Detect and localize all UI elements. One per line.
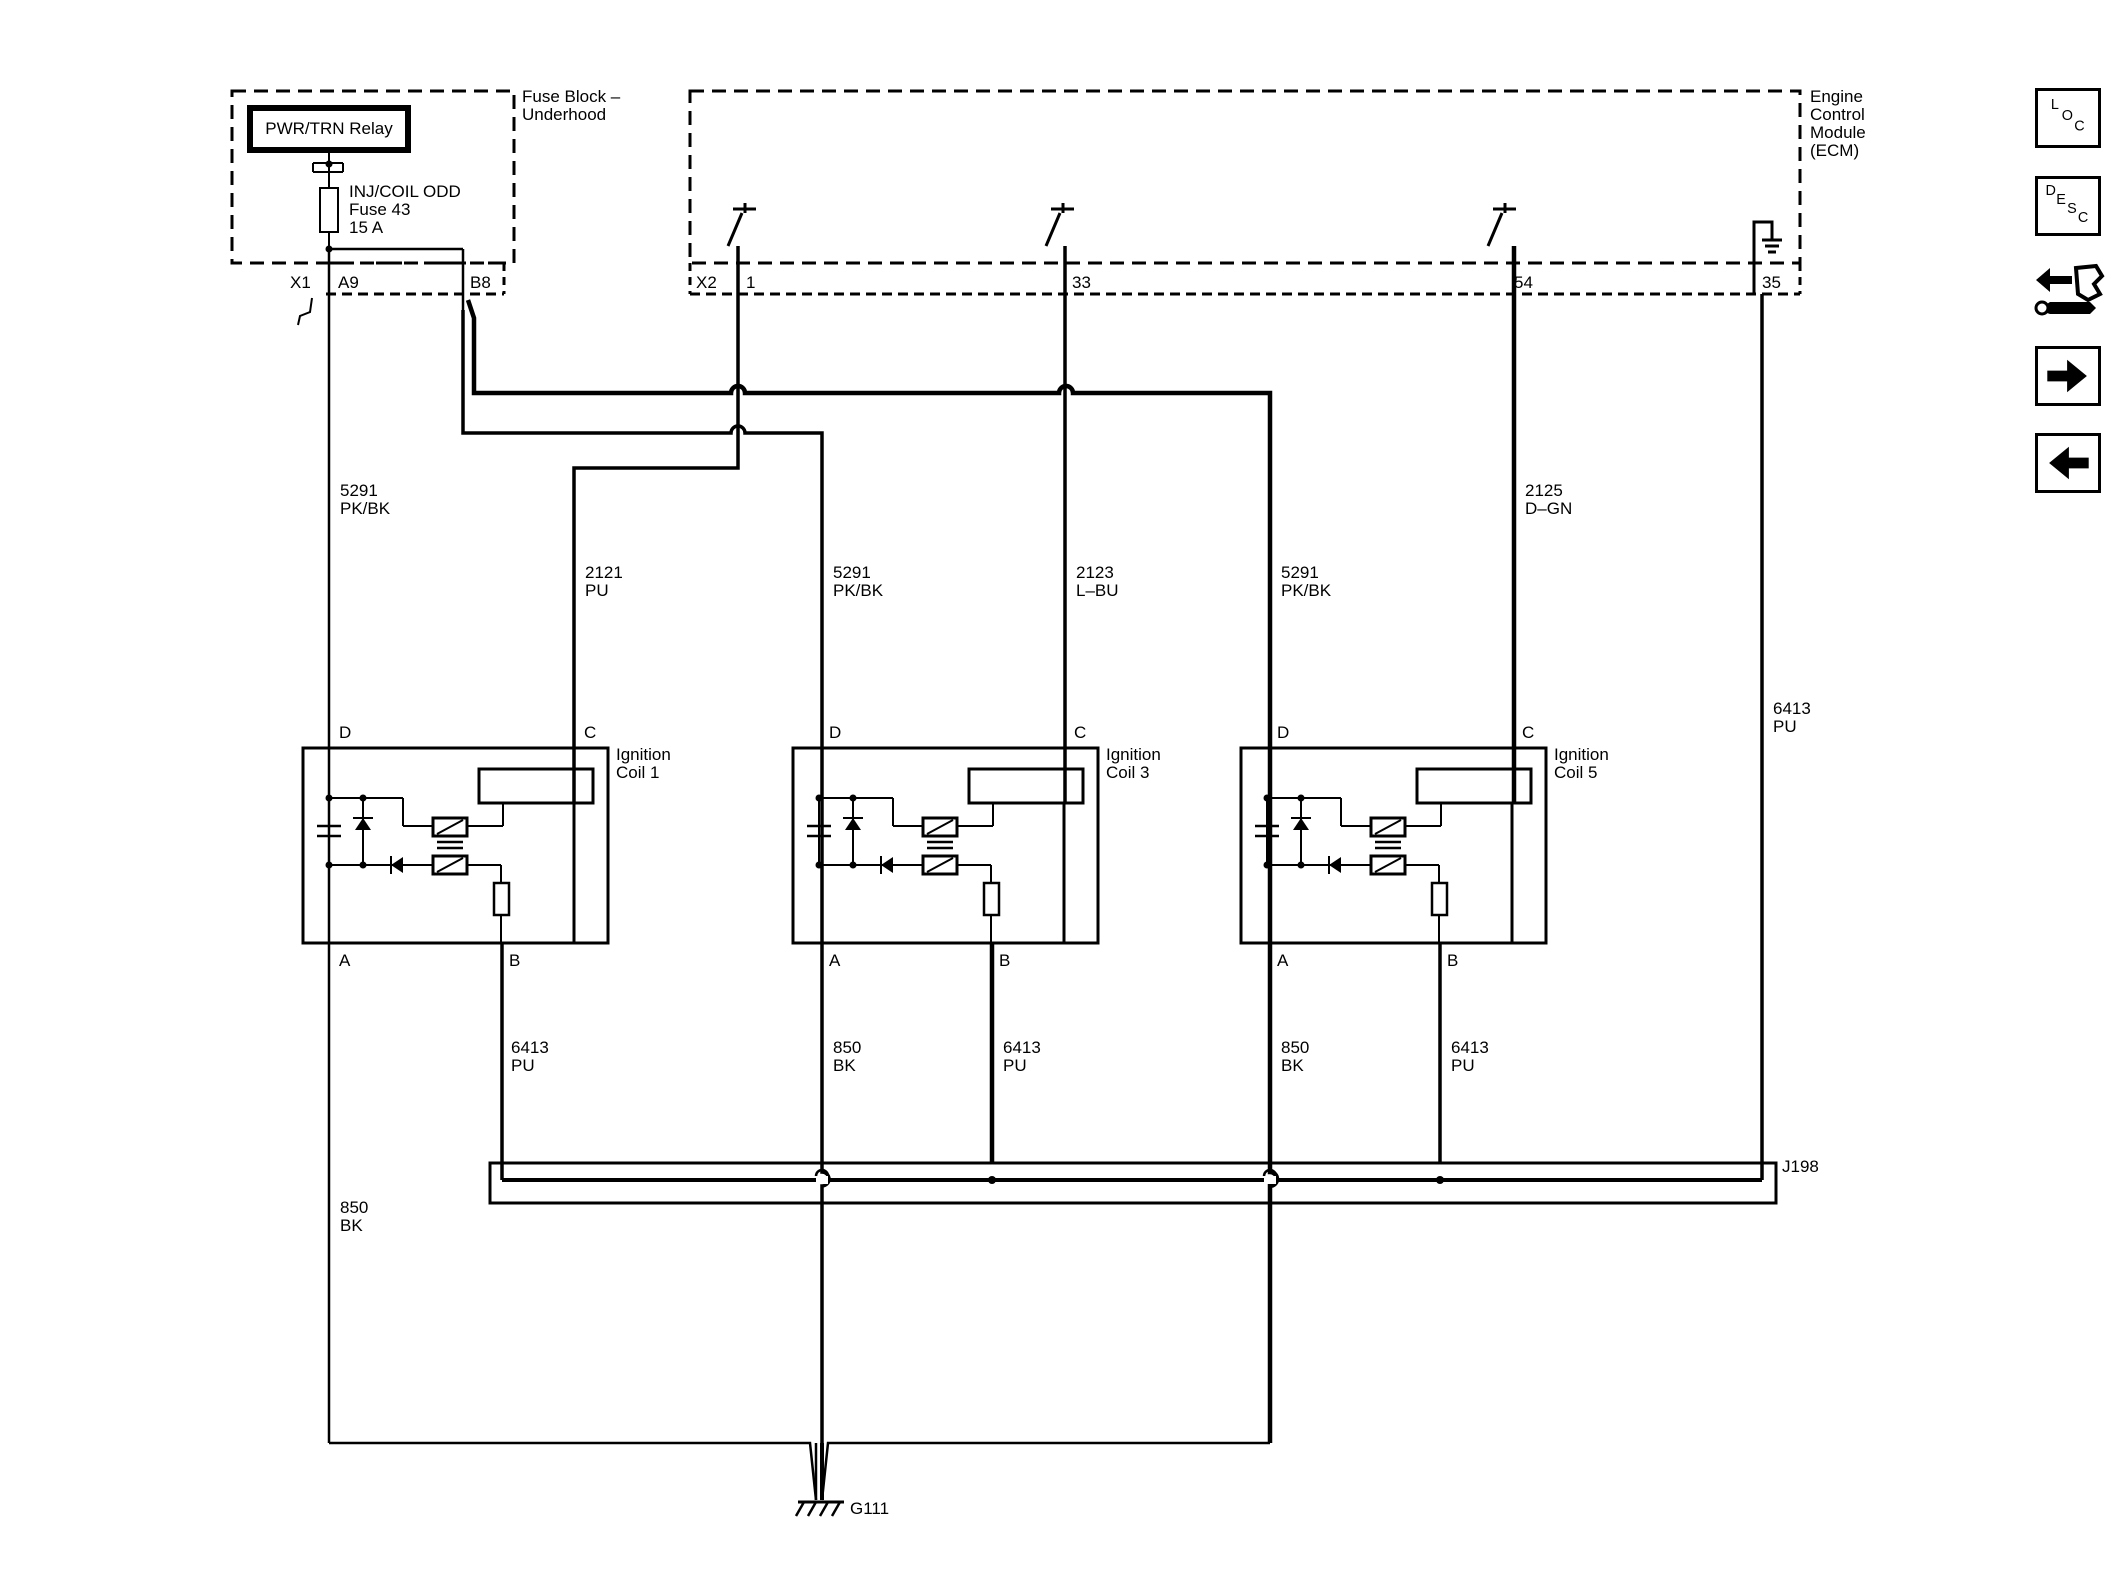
ecm-title-3: Module bbox=[1810, 123, 1866, 142]
ecm-pin-54: 54 bbox=[1514, 273, 1533, 292]
coil5-name-1: Ignition bbox=[1554, 745, 1609, 764]
ecm-title-2: Control bbox=[1810, 105, 1865, 124]
pin-b8: B8 bbox=[470, 273, 491, 292]
ecm-pin-35: 35 bbox=[1762, 273, 1781, 292]
coil1-pin-d: D bbox=[339, 723, 351, 742]
pin-a9: A9 bbox=[338, 273, 359, 292]
next-arrow-icon bbox=[2047, 359, 2087, 393]
wire-6413-a-color: PU bbox=[511, 1056, 535, 1075]
ecm-title-1: Engine bbox=[1810, 87, 1863, 106]
fuse-label-3: 15 A bbox=[349, 218, 384, 237]
wire-6413-b-color: PU bbox=[1003, 1056, 1027, 1075]
ground-label: G111 bbox=[850, 1499, 889, 1518]
loc-icon: L O C bbox=[2051, 97, 2085, 135]
desc-icon: D E S C bbox=[2046, 183, 2089, 226]
coil5-pin-d: D bbox=[1277, 723, 1289, 742]
wire-6413-ecm-label: 6413 bbox=[1773, 699, 1811, 718]
loc-button[interactable]: L O C bbox=[2035, 88, 2101, 148]
coil1-name-1: Ignition bbox=[616, 745, 671, 764]
engine-control-module: Engine Control Module (ECM) X2 1 33 54 3… bbox=[688, 87, 1866, 296]
coil5-name-2: Coil 5 bbox=[1554, 763, 1597, 782]
wire-5291-label-c: 5291 bbox=[1281, 563, 1319, 582]
coil5-pin-c: C bbox=[1522, 723, 1534, 742]
coil-pin-wires bbox=[327, 748, 1517, 943]
wire-2125-label: 2125 bbox=[1525, 481, 1563, 500]
wire-5291-label-b: 5291 bbox=[833, 563, 871, 582]
pwr-trn-relay bbox=[247, 105, 411, 153]
coil1-name-2: Coil 1 bbox=[616, 763, 659, 782]
coil3-pin-c: C bbox=[1074, 723, 1086, 742]
ecm-pin-33: 33 bbox=[1072, 273, 1091, 292]
ground-g111: G111 bbox=[794, 1499, 889, 1518]
wire-2125-color: D–GN bbox=[1525, 499, 1572, 518]
splice-j198: J198 bbox=[488, 1157, 1819, 1205]
coil5-pin-a: A bbox=[1277, 951, 1289, 970]
ignition-coil-1: Ignition Coil 1 D C A B bbox=[301, 723, 671, 970]
wire-850-c-color: BK bbox=[1281, 1056, 1304, 1075]
coil3-pin-a: A bbox=[829, 951, 841, 970]
wire-crossings bbox=[729, 384, 1075, 434]
loc-letter-o: O bbox=[2062, 108, 2073, 124]
connector-x1: X1 bbox=[290, 273, 311, 292]
ignition-coil-3: Ignition Coil 3 D C A B bbox=[791, 723, 1161, 970]
fuse-43 bbox=[319, 187, 339, 233]
fuse-label-2: Fuse 43 bbox=[349, 200, 410, 219]
ecm-title-4: (ECM) bbox=[1810, 141, 1859, 160]
fuse-block-title-2: Underhood bbox=[522, 105, 606, 124]
coil1-pin-a: A bbox=[339, 951, 351, 970]
connector-x2: X2 bbox=[696, 273, 717, 292]
next-button[interactable] bbox=[2035, 346, 2101, 406]
wire-6413-ecm-color: PU bbox=[1773, 717, 1797, 736]
wire-6413-c-color: PU bbox=[1451, 1056, 1475, 1075]
wire-5291-color-b: PK/BK bbox=[833, 581, 884, 600]
wire-6413-b-label: 6413 bbox=[1003, 1038, 1041, 1057]
fuse-label-1: INJ/COIL ODD bbox=[349, 182, 461, 201]
wire-2123-color: L–BU bbox=[1076, 581, 1119, 600]
wire-2121-label: 2121 bbox=[585, 563, 623, 582]
wire-850-a-color: BK bbox=[340, 1216, 363, 1235]
wire-6413-c-label: 6413 bbox=[1451, 1038, 1489, 1057]
wire-5291-label-a: 5291 bbox=[340, 481, 378, 500]
wire-2123-label: 2123 bbox=[1076, 563, 1114, 582]
connector-service-button[interactable] bbox=[2030, 254, 2106, 330]
coil5-pin-b: B bbox=[1447, 951, 1458, 970]
connector-service-icon bbox=[2034, 263, 2105, 316]
wire-850-a-label: 850 bbox=[340, 1198, 368, 1217]
wire-2121-color: PU bbox=[585, 581, 609, 600]
previous-arrow-icon bbox=[2049, 446, 2089, 480]
ecm-pin-1: 1 bbox=[746, 273, 755, 292]
desc-letter-e: E bbox=[2056, 192, 2066, 208]
wire-850-b-label: 850 bbox=[833, 1038, 861, 1057]
wire-5291-color-a: PK/BK bbox=[340, 499, 391, 518]
coil3-name-2: Coil 3 bbox=[1106, 763, 1149, 782]
wire-5291-color-c: PK/BK bbox=[1281, 581, 1332, 600]
ignition-coil-5: Ignition Coil 5 D C A B bbox=[1239, 723, 1609, 970]
desc-letter-c: C bbox=[2078, 210, 2088, 226]
fuse-block-underhood: Fuse Block – Underhood PWR/TRN Relay INJ… bbox=[230, 87, 621, 326]
coil3-name-1: Ignition bbox=[1106, 745, 1161, 764]
relay-label: PWR/TRN Relay bbox=[265, 119, 393, 138]
splice-label: J198 bbox=[1782, 1157, 1819, 1176]
wire-6413-a-label: 6413 bbox=[511, 1038, 549, 1057]
loc-letter-l: L bbox=[2051, 97, 2059, 113]
desc-button[interactable]: D E S C bbox=[2035, 176, 2101, 236]
coil3-pin-b: B bbox=[999, 951, 1010, 970]
coil1-pin-b: B bbox=[509, 951, 520, 970]
coil3-pin-d: D bbox=[829, 723, 841, 742]
wire-850-c-label: 850 bbox=[1281, 1038, 1309, 1057]
coil1-pin-c: C bbox=[584, 723, 596, 742]
desc-letter-s: S bbox=[2067, 201, 2077, 217]
wire-labels: 5291 PK/BK 2121 PU 5291 PK/BK 2123 L–BU … bbox=[340, 481, 1811, 1235]
wire-850-b-color: BK bbox=[833, 1056, 856, 1075]
fuse-block-title-1: Fuse Block – bbox=[522, 87, 621, 106]
loc-letter-c: C bbox=[2074, 119, 2084, 135]
previous-button[interactable] bbox=[2035, 433, 2101, 493]
desc-letter-d: D bbox=[2046, 183, 2056, 199]
